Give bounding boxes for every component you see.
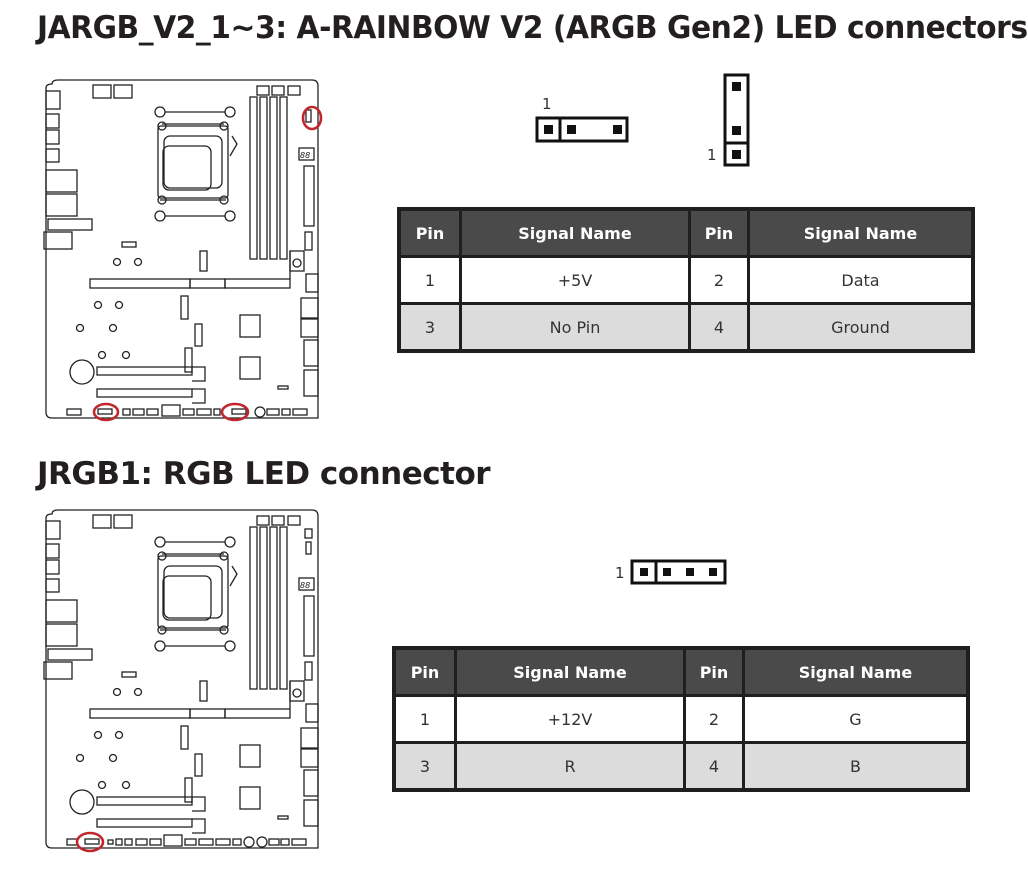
header-signal-name: Signal Name [459,207,691,258]
pin-number: 4 [688,302,750,353]
rgb-pin-table: Pin Signal Name Pin Signal Name 1 +12V 2… [392,646,970,792]
pin-number: 3 [392,741,457,792]
table-row: 3 No Pin 4 Ground [397,302,975,353]
board-outline [45,79,319,419]
rgb-header [630,559,727,585]
table-row: 3 R 4 B [392,741,970,792]
motherboard-diagram-rgb: 88 [43,509,319,853]
table-header-row: Pin Signal Name Pin Signal Name [392,646,970,697]
section-title-rgb: JRGB1: RGB LED connector [37,456,491,492]
pin-4 [613,125,622,134]
pin1-label-vertical: 1 [707,146,717,164]
signal-name: +5V [459,255,691,305]
pin-2 [732,126,741,135]
highlight-jargb-3 [220,402,250,422]
pin-number: 1 [392,694,457,744]
board-outline [45,509,319,849]
signal-name: R [454,741,686,792]
table-header-row: Pin Signal Name Pin Signal Name [397,207,975,258]
highlight-jargb-2 [92,402,120,422]
header-pin: Pin [688,207,750,258]
header-pin: Pin [683,646,745,697]
pin-3 [686,568,694,576]
signal-name: Ground [747,302,975,353]
debug-led-text: 88 [300,151,310,160]
highlight-jargb-1 [301,105,323,131]
pin-1 [544,125,553,134]
motherboard-diagram-argb: 88 [43,79,323,422]
signal-name: +12V [454,694,686,744]
signal-name: B [742,741,970,792]
pin-number: 3 [397,302,462,353]
debug-led-text: 88 [300,581,310,590]
header-pin: Pin [392,646,457,697]
signal-name: Data [747,255,975,305]
header-signal-name: Signal Name [742,646,970,697]
pin-1 [640,568,648,576]
pin-4 [732,82,741,91]
argb-header-horizontal [535,116,629,143]
argb-pin-table: Pin Signal Name Pin Signal Name 1 +5V 2 … [397,207,975,353]
header-signal-name: Signal Name [454,646,686,697]
header-signal-name: Signal Name [747,207,975,258]
pin-2 [663,568,671,576]
signal-name: No Pin [459,302,691,353]
pin-2 [567,125,576,134]
signal-name: G [742,694,970,744]
pin-number: 4 [683,741,745,792]
table-row: 1 +5V 2 Data [397,255,975,305]
pin-1 [732,150,741,159]
pin-number: 1 [397,255,462,305]
table-row: 1 +12V 2 G [392,694,970,744]
header-pin: Pin [397,207,462,258]
highlight-jrgb1 [75,831,105,853]
pin-number: 2 [683,694,745,744]
pin1-label-horizontal: 1 [542,95,552,113]
argb-header-vertical [723,73,750,167]
pin1-label: 1 [615,564,625,582]
section-title-argb: JARGB_V2_1~3: A-RAINBOW V2 (ARGB Gen2) L… [37,10,1028,46]
pin-4 [709,568,717,576]
pin-number: 2 [688,255,750,305]
